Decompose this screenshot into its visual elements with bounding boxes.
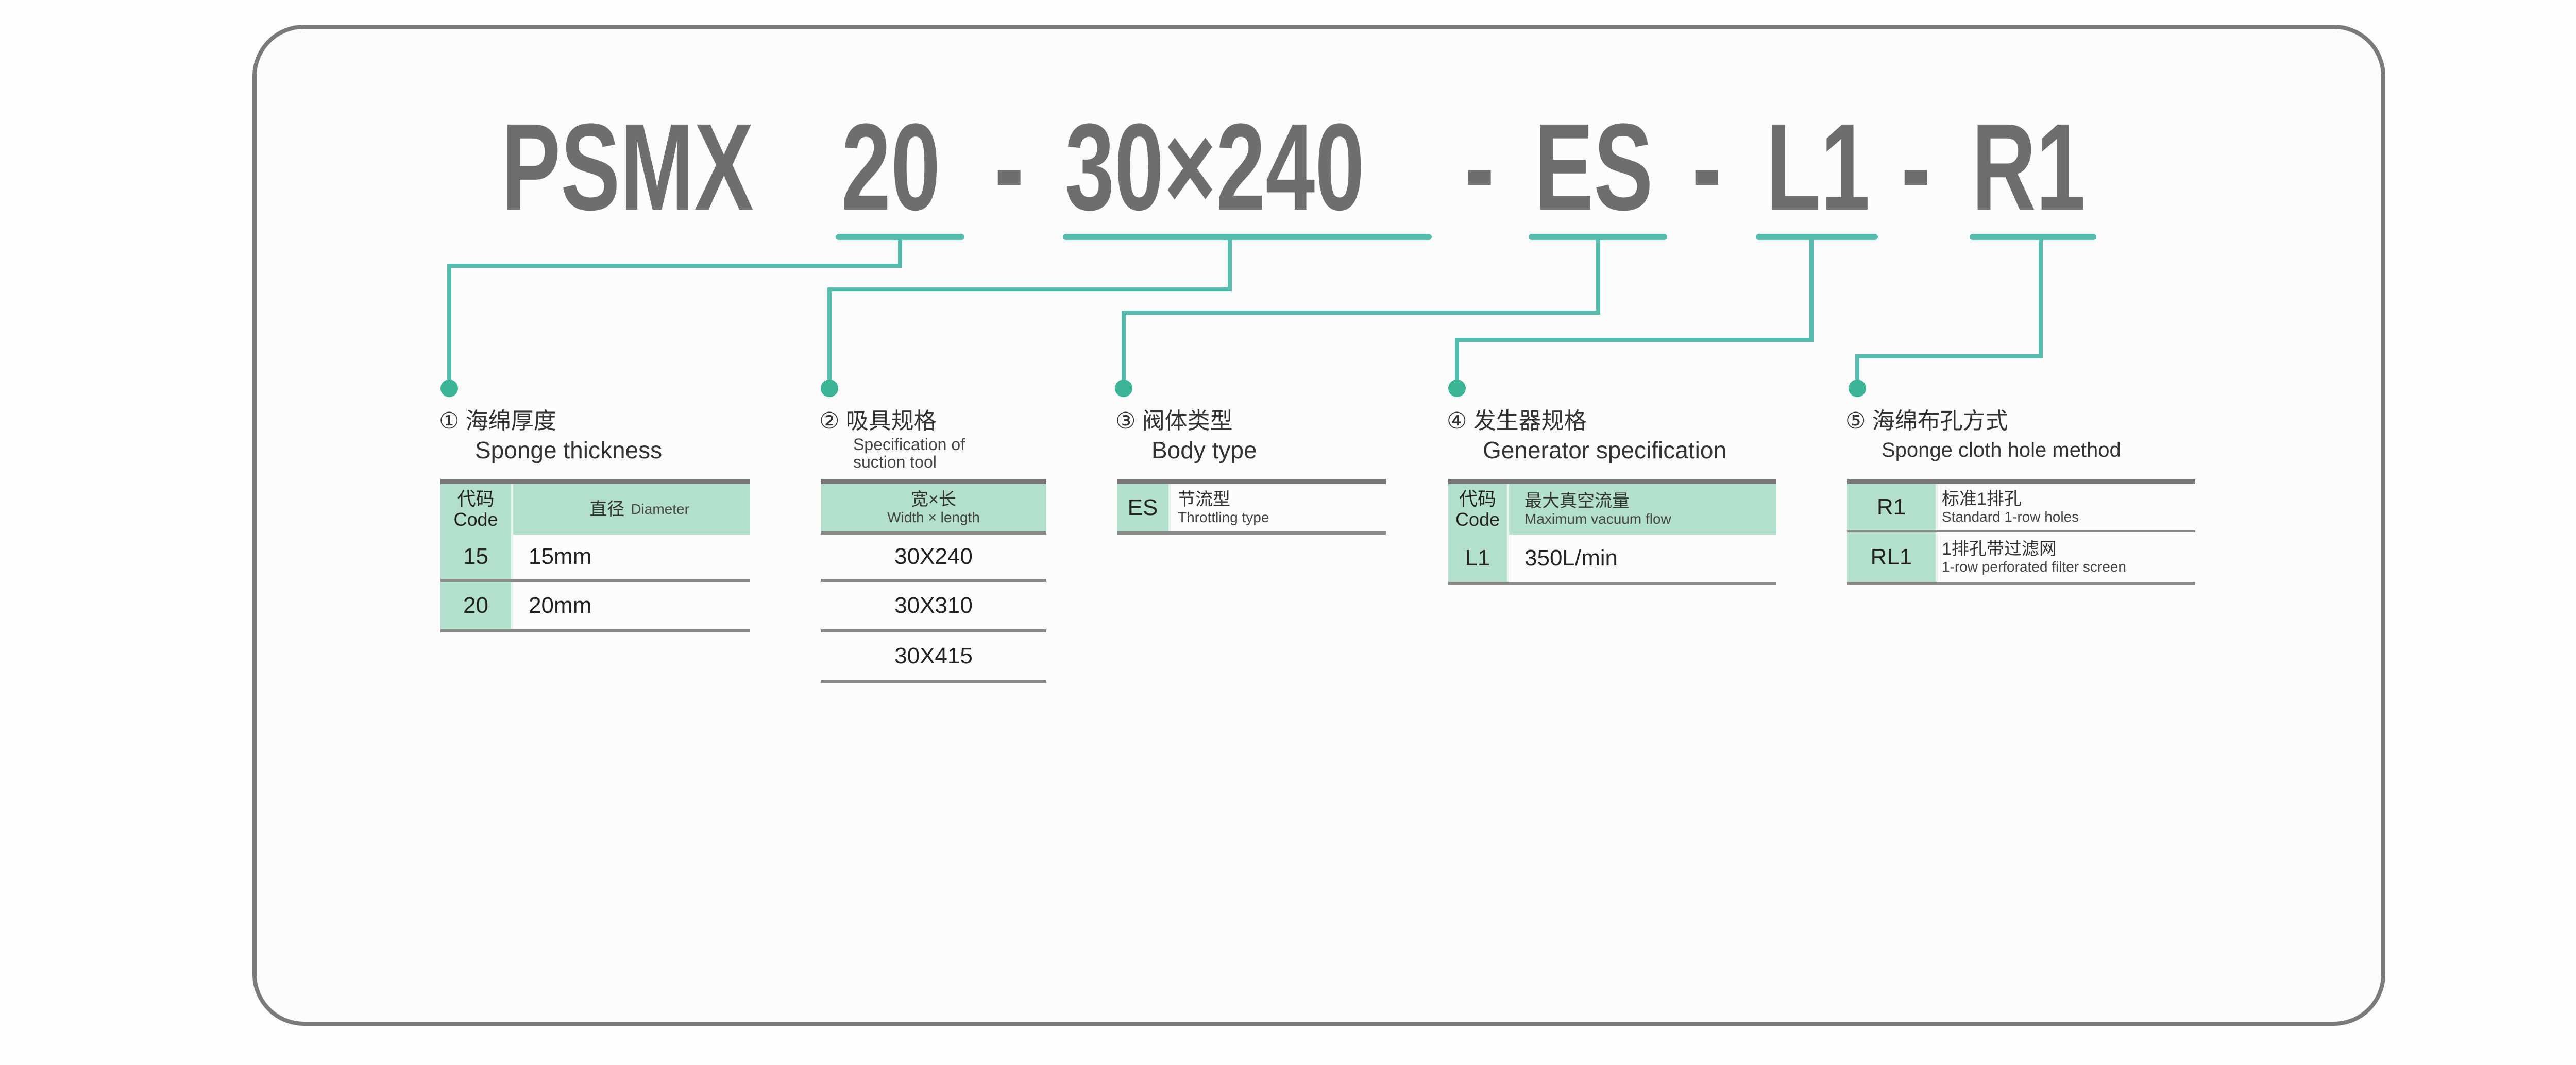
header-desc-en: Width × length xyxy=(887,509,980,525)
model-part-generator: L1 xyxy=(1766,98,1870,236)
header-desc-cn: 宽×长 xyxy=(911,490,956,509)
row-code: R1 xyxy=(1847,484,1938,530)
section-title-en: Body type xyxy=(1151,437,1257,463)
header-desc-en: Diameter xyxy=(631,501,689,517)
section-hole-method: ⑤ 海绵布孔方式 Sponge cloth hole method xyxy=(1845,407,2121,465)
row-desc-cn: 节流型 xyxy=(1178,490,1230,509)
section-number: ③ xyxy=(1115,408,1136,434)
header-code-cn: 代码 xyxy=(1459,488,1496,509)
row-value: 350L/min xyxy=(1524,545,1618,571)
row-code: 15 xyxy=(440,535,513,579)
row-code: ES xyxy=(1117,484,1171,531)
row-value: 30X415 xyxy=(894,643,973,668)
dot-2 xyxy=(821,380,838,397)
row-code: 20 xyxy=(440,582,513,629)
model-part-thickness: 20 xyxy=(841,98,941,236)
model-part-size: 30×240 xyxy=(1065,98,1365,236)
connector-1 xyxy=(447,237,902,383)
header-desc-cn: 直径 xyxy=(589,500,625,519)
model-separator: - xyxy=(1692,98,1722,236)
table-row: 30X310 xyxy=(821,582,1046,632)
row-value: 20mm xyxy=(529,593,592,618)
table-row: 15 15mm xyxy=(440,535,750,582)
section-title-en: Sponge thickness xyxy=(475,437,663,463)
model-part-hole: R1 xyxy=(1972,98,2086,236)
connector-3 xyxy=(1122,237,1600,383)
row-code: RL1 xyxy=(1847,532,1938,582)
table-row: 30X240 xyxy=(821,531,1046,582)
connector-5 xyxy=(1855,237,2043,383)
table-row: L1 350L/min xyxy=(1448,535,1776,585)
section-title-en: Sponge cloth hole method xyxy=(1882,439,2121,461)
table-row: 20 20mm xyxy=(440,582,750,632)
header-desc-en: Maximum vacuum flow xyxy=(1524,511,1671,527)
section-number: ⑤ xyxy=(1845,408,1866,434)
row-value: 30X310 xyxy=(894,593,973,618)
section-suction-tool: ② 吸具规格 Specification of suction tool xyxy=(819,407,965,471)
dot-4 xyxy=(1448,380,1466,397)
row-desc-cn: 标准1排孔 xyxy=(1942,489,2022,509)
section-body-type: ③ 阀体类型 Body type xyxy=(1115,407,1257,465)
section-number: ④ xyxy=(1447,408,1467,434)
section-title-cn: 海绵厚度 xyxy=(465,408,556,434)
section-title-en: Generator specification xyxy=(1483,437,1727,463)
connector-4 xyxy=(1455,237,1814,383)
section-title-cn: 海绵布孔方式 xyxy=(1872,408,2008,434)
row-desc-cn: 1排孔带过滤网 xyxy=(1942,539,2057,559)
section-sponge-thickness: ① 海绵厚度 Sponge thickness xyxy=(439,407,662,465)
dot-5 xyxy=(1849,380,1866,397)
section-number: ② xyxy=(819,408,840,434)
row-value: 30X240 xyxy=(894,544,973,569)
row-value: 15mm xyxy=(529,544,592,569)
table-row: 30X415 xyxy=(821,632,1046,683)
section-title-cn: 吸具规格 xyxy=(845,408,937,434)
section-generator: ④ 发生器规格 Generator specification xyxy=(1447,407,1726,465)
model-separator: - xyxy=(994,98,1024,236)
section-title-en-line2: suction tool xyxy=(853,453,937,471)
header-code-cn: 代码 xyxy=(457,488,495,509)
connector-2 xyxy=(827,237,1232,383)
row-desc-en: Throttling type xyxy=(1178,509,1269,525)
model-part-body: ES xyxy=(1534,98,1653,236)
header-code-en: Code xyxy=(453,509,498,530)
model-separator: - xyxy=(1465,98,1495,236)
model-prefix: PSMX xyxy=(501,98,754,236)
row-code: L1 xyxy=(1448,535,1509,582)
header-code-en: Code xyxy=(1455,509,1500,530)
row-desc-en: Standard 1-row holes xyxy=(1942,509,2079,525)
dot-3 xyxy=(1115,380,1132,397)
section-title-cn: 阀体类型 xyxy=(1142,408,1233,434)
dot-1 xyxy=(440,380,458,397)
row-desc-en: 1-row perforated filter screen xyxy=(1942,559,2126,575)
section-title-en-line1: Specification of xyxy=(853,435,965,454)
section-title-cn: 发生器规格 xyxy=(1473,408,1587,434)
model-separator: - xyxy=(1901,98,1931,236)
section-number: ① xyxy=(439,408,460,434)
header-desc-cn: 最大真空流量 xyxy=(1524,491,1630,511)
